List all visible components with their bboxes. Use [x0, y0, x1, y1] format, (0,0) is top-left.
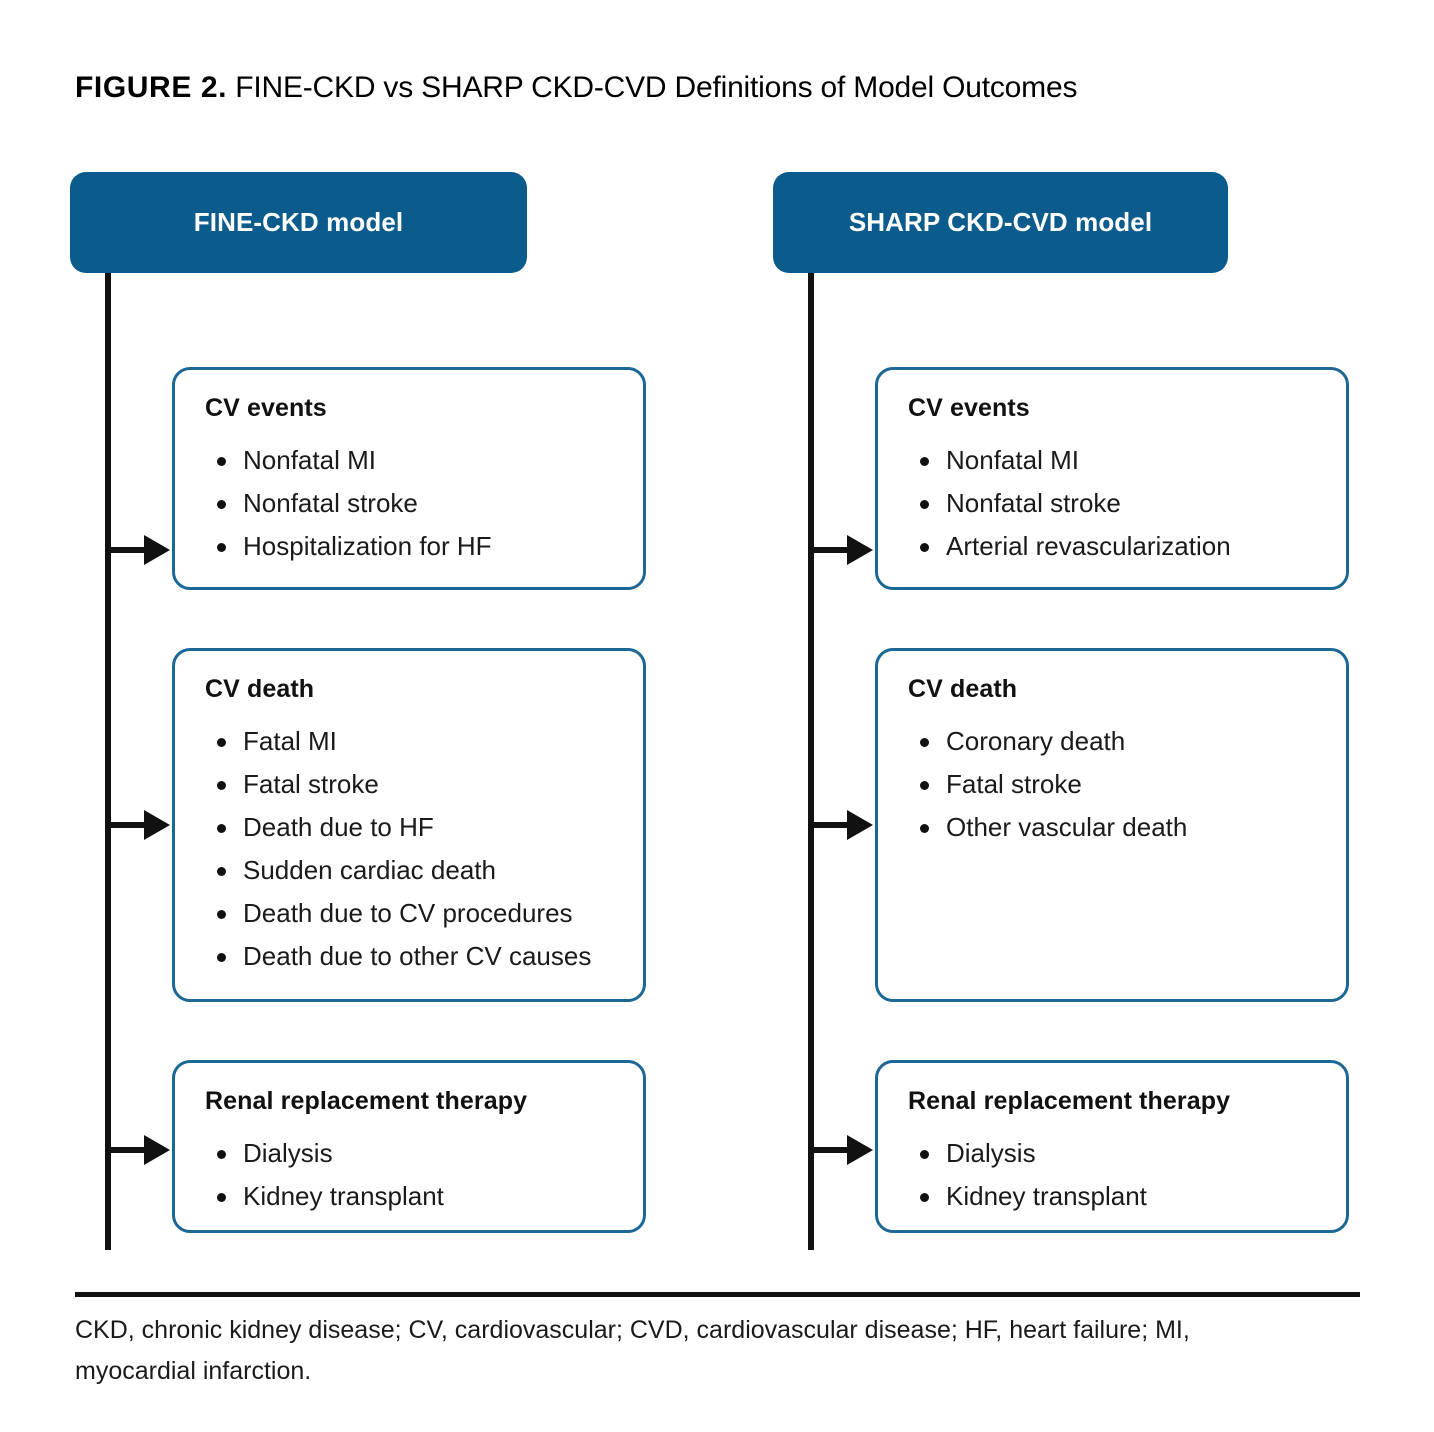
list-item: Kidney transplant [908, 1175, 1316, 1218]
page-title: FIGURE 2. FINE-CKD vs SHARP CKD-CVD Defi… [75, 68, 1365, 108]
list-item: Kidney transplant [205, 1175, 613, 1218]
connector-spine-right [808, 273, 814, 1250]
list-item: Hospitalization for HF [205, 525, 613, 568]
list-item: Nonfatal stroke [205, 482, 613, 525]
model-header-label: FINE-CKD model [193, 207, 404, 237]
model-header-label: SHARP CKD-CVD model [848, 207, 1153, 237]
connector-arrow-right-3 [808, 1135, 873, 1165]
list-item: Fatal MI [205, 720, 613, 763]
footnote-abbreviations: CKD, chronic kidney disease; CV, cardiov… [75, 1316, 1190, 1385]
connector-arrow-right-2 [808, 810, 873, 840]
outcome-item-list: Dialysis Kidney transplant [205, 1132, 613, 1218]
outcome-box-cv-death-left: CV death Fatal MI Fatal stroke Death due… [172, 648, 646, 1002]
connector-spine-left [105, 273, 111, 1250]
list-item: Nonfatal MI [908, 439, 1316, 482]
list-item: Nonfatal stroke [908, 482, 1316, 525]
outcome-item-list: Nonfatal MI Nonfatal stroke Arterial rev… [908, 439, 1316, 568]
outcome-item-list: Nonfatal MI Nonfatal stroke Hospitalizat… [205, 439, 613, 568]
list-item: Sudden cardiac death [205, 849, 613, 892]
connector-arrow-left-2 [105, 810, 170, 840]
list-item: Dialysis [908, 1132, 1316, 1175]
outcome-box-cv-events-right: CV events Nonfatal MI Nonfatal stroke Ar… [875, 367, 1349, 590]
outcome-box-title: Renal replacement therapy [908, 1087, 1231, 1115]
outcome-box-title: CV death [205, 675, 315, 703]
list-item: Coronary death [908, 720, 1316, 763]
outcome-box-title: CV events [205, 394, 327, 422]
outcome-box-renal-replacement-therapy-left: Renal replacement therapy Dialysis Kidne… [172, 1060, 646, 1233]
list-item: Death due to HF [205, 806, 613, 849]
connector-arrow-left-3 [105, 1135, 170, 1165]
outcome-box-title: CV death [908, 675, 1018, 703]
footer-divider [75, 1292, 1360, 1297]
outcome-item-list: Dialysis Kidney transplant [908, 1132, 1316, 1218]
outcome-box-title: CV events [908, 394, 1030, 422]
figure-caption: FINE-CKD vs SHARP CKD-CVD Definitions of… [235, 71, 1078, 104]
list-item: Death due to CV procedures [205, 892, 613, 935]
outcome-box-title: Renal replacement therapy [205, 1087, 528, 1115]
list-item: Dialysis [205, 1132, 613, 1175]
outcome-box-renal-replacement-therapy-right: Renal replacement therapy Dialysis Kidne… [875, 1060, 1349, 1233]
model-header-sharp-ckd-cvd: SHARP CKD-CVD model [773, 172, 1228, 273]
list-item: Fatal stroke [908, 763, 1316, 806]
model-header-fine-ckd: FINE-CKD model [70, 172, 527, 273]
list-item: Death due to other CV causes [205, 935, 613, 978]
outcome-box-cv-events-left: CV events Nonfatal MI Nonfatal stroke Ho… [172, 367, 646, 590]
outcome-box-cv-death-right: CV death Coronary death Fatal stroke Oth… [875, 648, 1349, 1002]
connector-arrow-right-1 [808, 535, 873, 565]
list-item: Arterial revascularization [908, 525, 1316, 568]
list-item: Nonfatal MI [205, 439, 613, 482]
connector-arrow-left-1 [105, 535, 170, 565]
list-item: Other vascular death [908, 806, 1316, 849]
outcome-item-list: Coronary death Fatal stroke Other vascul… [908, 720, 1316, 849]
figure-label: FIGURE 2. [75, 71, 228, 104]
outcome-item-list: Fatal MI Fatal stroke Death due to HF Su… [205, 720, 613, 978]
list-item: Fatal stroke [205, 763, 613, 806]
